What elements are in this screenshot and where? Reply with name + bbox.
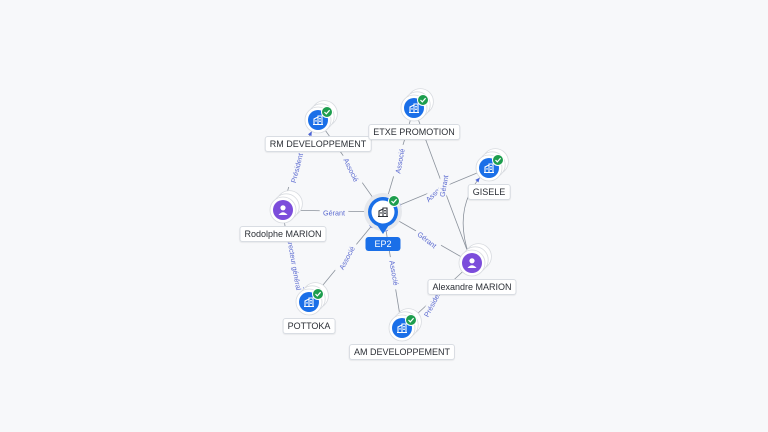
center-node[interactable]: [364, 193, 402, 234]
node-etxe[interactable]: [400, 88, 434, 122]
edge-label: Président: [289, 152, 305, 184]
center-node-label[interactable]: EP2: [365, 237, 401, 251]
node-am[interactable]: [388, 308, 422, 342]
edge-label-bg: [334, 241, 359, 275]
edge-label: Gérant: [323, 209, 345, 218]
node-label-pottoka[interactable]: POTTOKA: [282, 318, 336, 334]
verified-check-icon: [405, 314, 417, 326]
node-label-rodolphe[interactable]: Rodolphe MARION: [239, 226, 327, 242]
node-label-am[interactable]: AM DEVELOPPEMENT: [348, 344, 456, 360]
nodes-layer: [269, 88, 509, 342]
node-pottoka[interactable]: [295, 282, 329, 316]
node-label-rm[interactable]: RM DEVELOPPEMENT: [264, 136, 372, 152]
edge-label-bg: [392, 143, 407, 178]
edge-label-bg: [413, 227, 442, 252]
node-alexandre[interactable]: [458, 243, 492, 277]
edge-label: Associé: [387, 260, 400, 286]
edge-label-group: Gérant: [436, 171, 451, 201]
edge-arrow-icon: [475, 177, 480, 183]
edge-label-group: Associé: [392, 143, 407, 178]
user-icon: [278, 205, 288, 215]
verified-check-icon: [312, 288, 324, 300]
verified-check-icon: [388, 195, 400, 207]
edge-label-group: Gérant: [319, 208, 349, 218]
edge-label-group: Président: [287, 146, 306, 189]
edge-label-bg: [387, 256, 402, 290]
user-icon: [467, 258, 477, 268]
edge-label-bg: [436, 171, 451, 201]
edge-label-bg: [340, 153, 363, 187]
verified-check-icon: [321, 106, 333, 118]
edge-label: Gérant: [416, 230, 439, 251]
edge-label-group: Associé: [334, 241, 359, 275]
verified-check-icon: [417, 94, 429, 106]
building-icon: [409, 103, 419, 114]
node-rm[interactable]: [304, 100, 338, 134]
node-label-alexandre[interactable]: Alexandre MARION: [427, 279, 517, 295]
edge-label: Directeur général: [285, 235, 304, 291]
building-icon: [484, 163, 494, 174]
building-icon: [378, 207, 388, 218]
edge-label: Gérant: [438, 174, 451, 197]
building-icon: [304, 297, 314, 308]
edge-label-bg: [283, 225, 306, 301]
edge-label: Associé: [337, 245, 357, 271]
edge-arrow-icon: [307, 131, 312, 137]
node-rodolphe[interactable]: [269, 190, 303, 224]
building-icon: [397, 323, 407, 334]
edge-label: Associé: [393, 148, 406, 174]
edge-label-group: Associé: [340, 153, 363, 187]
node-label-etxe[interactable]: ETXE PROMOTION: [368, 124, 460, 140]
center-node-pin: [377, 225, 389, 234]
verified-check-icon: [492, 154, 504, 166]
building-icon: [313, 115, 323, 126]
edge-label-bg: [319, 208, 349, 217]
edge-label-bg: [287, 146, 306, 189]
edge-label: Associé: [341, 157, 360, 184]
node-label-gisele[interactable]: GISELE: [467, 184, 511, 200]
edge-label-group: Associé: [387, 256, 402, 290]
edge-label-group: Gérant: [413, 227, 442, 252]
node-gisele[interactable]: [475, 148, 509, 182]
